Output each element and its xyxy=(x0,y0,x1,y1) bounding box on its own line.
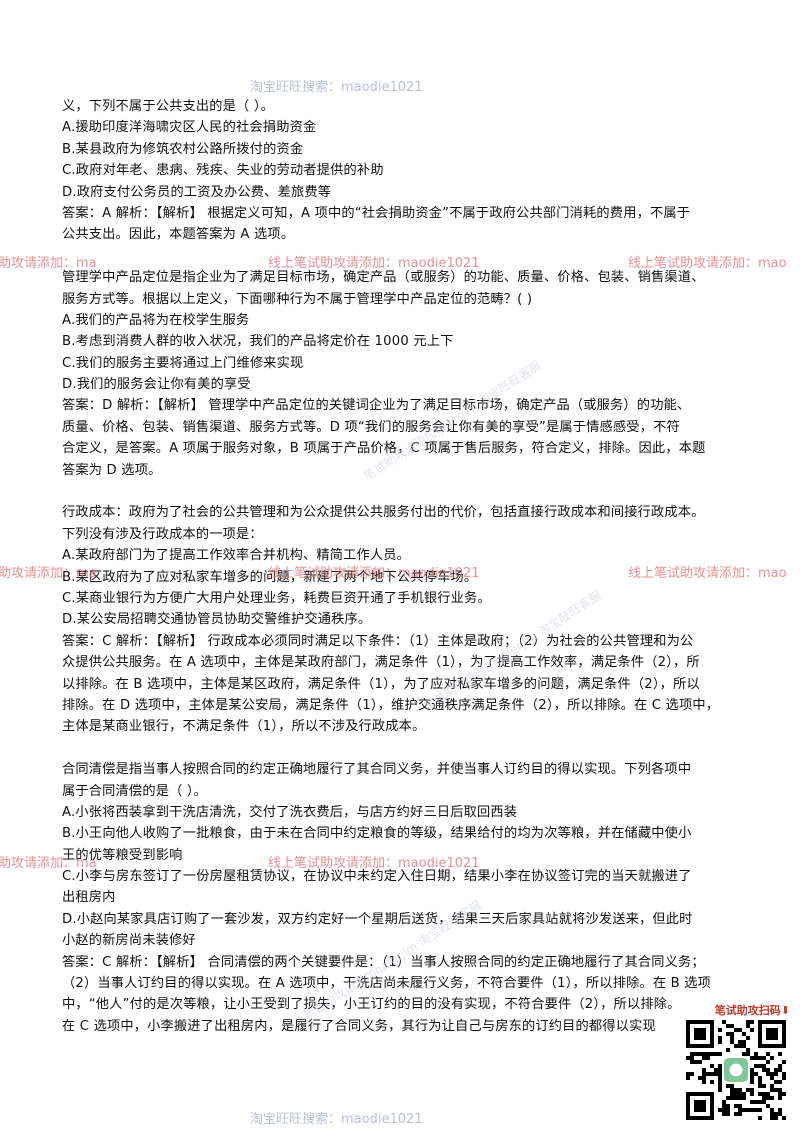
blank-line xyxy=(62,246,742,267)
text-line: D.我们的服务会让你有美的享受 xyxy=(62,377,251,393)
text-line: B.考虑到消费人群的收入状况，我们的产品将定价在 1000 元上下 xyxy=(62,334,454,350)
text-line: 答案：D 解析：【解析】 管理学中产品定位的关键词企业为了满足目标市场，确定产品… xyxy=(62,398,691,414)
text-line: C.政府对年老、患病、残疾、失业的劳动者提供的补助 xyxy=(62,163,384,179)
text-line: 答案：C 解析：【解析】 行政成本必须同时满足以下条件：（1）主体是政府；（2）… xyxy=(62,633,694,649)
blank-line xyxy=(62,738,742,759)
text-line: 服务方式等。根据以上定义，下面哪种行为不属于管理学中产品定位的范畴？( ) xyxy=(62,291,533,307)
text-line: 下列没有涉及行政成本的一项是： xyxy=(62,526,263,542)
text-line: 排除。在 D 选项中，主体是某公安局，满足条件（1），维护交通秩序满足条件（2）… xyxy=(62,697,720,713)
text-line: 答案：A 解析：【解析】 根据定义可知，A 项中的“社会捐助资金”不属于政府公共… xyxy=(62,205,691,221)
text-line: （2）当事人订约目的得以实现。在 A 选项中，干洗店尚未履行义务，不符合要件（1… xyxy=(62,976,712,992)
text-line: 在 C 选项中，小李搬进了出租房内，是履行了合同义务，其行为让自己与房东的订约目… xyxy=(62,1018,656,1034)
text-line: 公共支出。因此，本题答案为 A 选项。 xyxy=(62,227,295,243)
text-line: B.小王向他人收购了一批粮食，由于未在合同中约定粮食的等级，结果给付的均为次等粮… xyxy=(62,826,692,842)
text-line: A.小张将西装拿到干洗店清洗，交付了洗衣费后，与店方约好三日后取回西装 xyxy=(62,804,518,820)
watermark-top: 淘宝旺旺搜索：maodie1021 xyxy=(250,80,423,95)
text-line: 合同清偿是指当事人按照合同的约定正确地履行了其合同义务，并使当事人订约目的得以实… xyxy=(62,762,692,778)
text-line: 答案为 D 选项。 xyxy=(62,462,162,478)
blank-line xyxy=(62,481,742,502)
text-line: 管理学中产品定位是指企业为了满足目标市场，确定产品（或服务）的功能、质量、价格、… xyxy=(62,270,705,286)
text-line: C.我们的服务主要将通过上门维修来实现 xyxy=(62,355,304,371)
text-line: C.某商业银行为方便广大用户处理业务，耗费巨资开通了手机银行业务。 xyxy=(62,590,491,606)
qr-code-panel[interactable]: 笔试助攻扫码⬇ xyxy=(686,1004,790,1120)
text-line: B.某区政府为了应对私家车增多的问题，新建了两个地下公共停车场。 xyxy=(62,569,478,585)
text-line: B.某县政府为修筑农村公路所拨付的资金 xyxy=(62,141,304,157)
qr-title: 笔试助攻扫码⬇ xyxy=(714,1004,790,1017)
document-body: 义，下列不属于公共支出的是（ ）。 A.援助印度洋海啸灾区人民的社会捐助资金 B.某… xyxy=(62,96,742,1037)
text-line: D.小赵向某家具店订购了一套沙发，双方约定好一个星期后送货，结果三天后家具站就将… xyxy=(62,911,693,927)
text-line: 主体是某商业银行，不满足条件（1），所以不涉及行政成本。 xyxy=(62,719,426,735)
text-line: A.我们的产品将为在校学生服务 xyxy=(62,312,250,328)
qr-code-icon xyxy=(686,1020,786,1120)
text-line: D.某公安局招聘交通协管员协助交警维护交通秩序。 xyxy=(62,612,372,628)
text-line: A.某政府部门为了提高工作效率合并机构、精简工作人员。 xyxy=(62,548,411,564)
text-line: 质量、价格、包装、销售渠道、服务方式等。D 项“我们的服务会让你有美的享受”是属… xyxy=(62,419,680,435)
text-line: 属于合同清偿的是（ ）。 xyxy=(62,783,208,799)
text-line: 行政成本：政府为了社会的公共管理和为公众提供公共服务付出的代价，包括直接行政成本… xyxy=(62,505,705,521)
text-line: 合定义，是答案。A 项属于服务对象，B 项属于产品价格，C 项属于售后服务，符合… xyxy=(62,441,706,457)
text-line: 中，“他人”付的是次等粮，让小王受到了损失，小王订约的目的没有实现，不符合要件（… xyxy=(62,997,681,1013)
text-line: C.小李与房东签订了一份房屋租赁协议，在协议中未约定入住日期，结果小李在协议签订… xyxy=(62,869,692,885)
text-line: 小赵的新房尚未装修好 xyxy=(62,933,196,949)
text-line: 以排除。在 B 选项中，主体是某区政府，满足条件（1），为了应对私家车增多的问题… xyxy=(62,676,700,692)
text-line: 出租房内 xyxy=(62,890,116,906)
text-line: 答案：C 解析：【解析】 合同清偿的两个关键要件是：（1）当事人按照合同的约定正… xyxy=(62,954,705,970)
text-line: 众提供公共服务。在 A 选项中，主体是某政府部门，满足条件（1），为了提高工作效… xyxy=(62,655,700,671)
text-line: D.政府支付公务员的工资及办公费、差旅费等 xyxy=(62,184,332,200)
text-line: A.援助印度洋海啸灾区人民的社会捐助资金 xyxy=(62,120,317,136)
text-line: 王的优等粮受到影响 xyxy=(62,847,183,863)
text-line: 义，下列不属于公共支出的是（ ）。 xyxy=(62,99,274,114)
watermark-bottom: 淘宝旺旺搜索：maodie1021 xyxy=(250,1112,423,1127)
